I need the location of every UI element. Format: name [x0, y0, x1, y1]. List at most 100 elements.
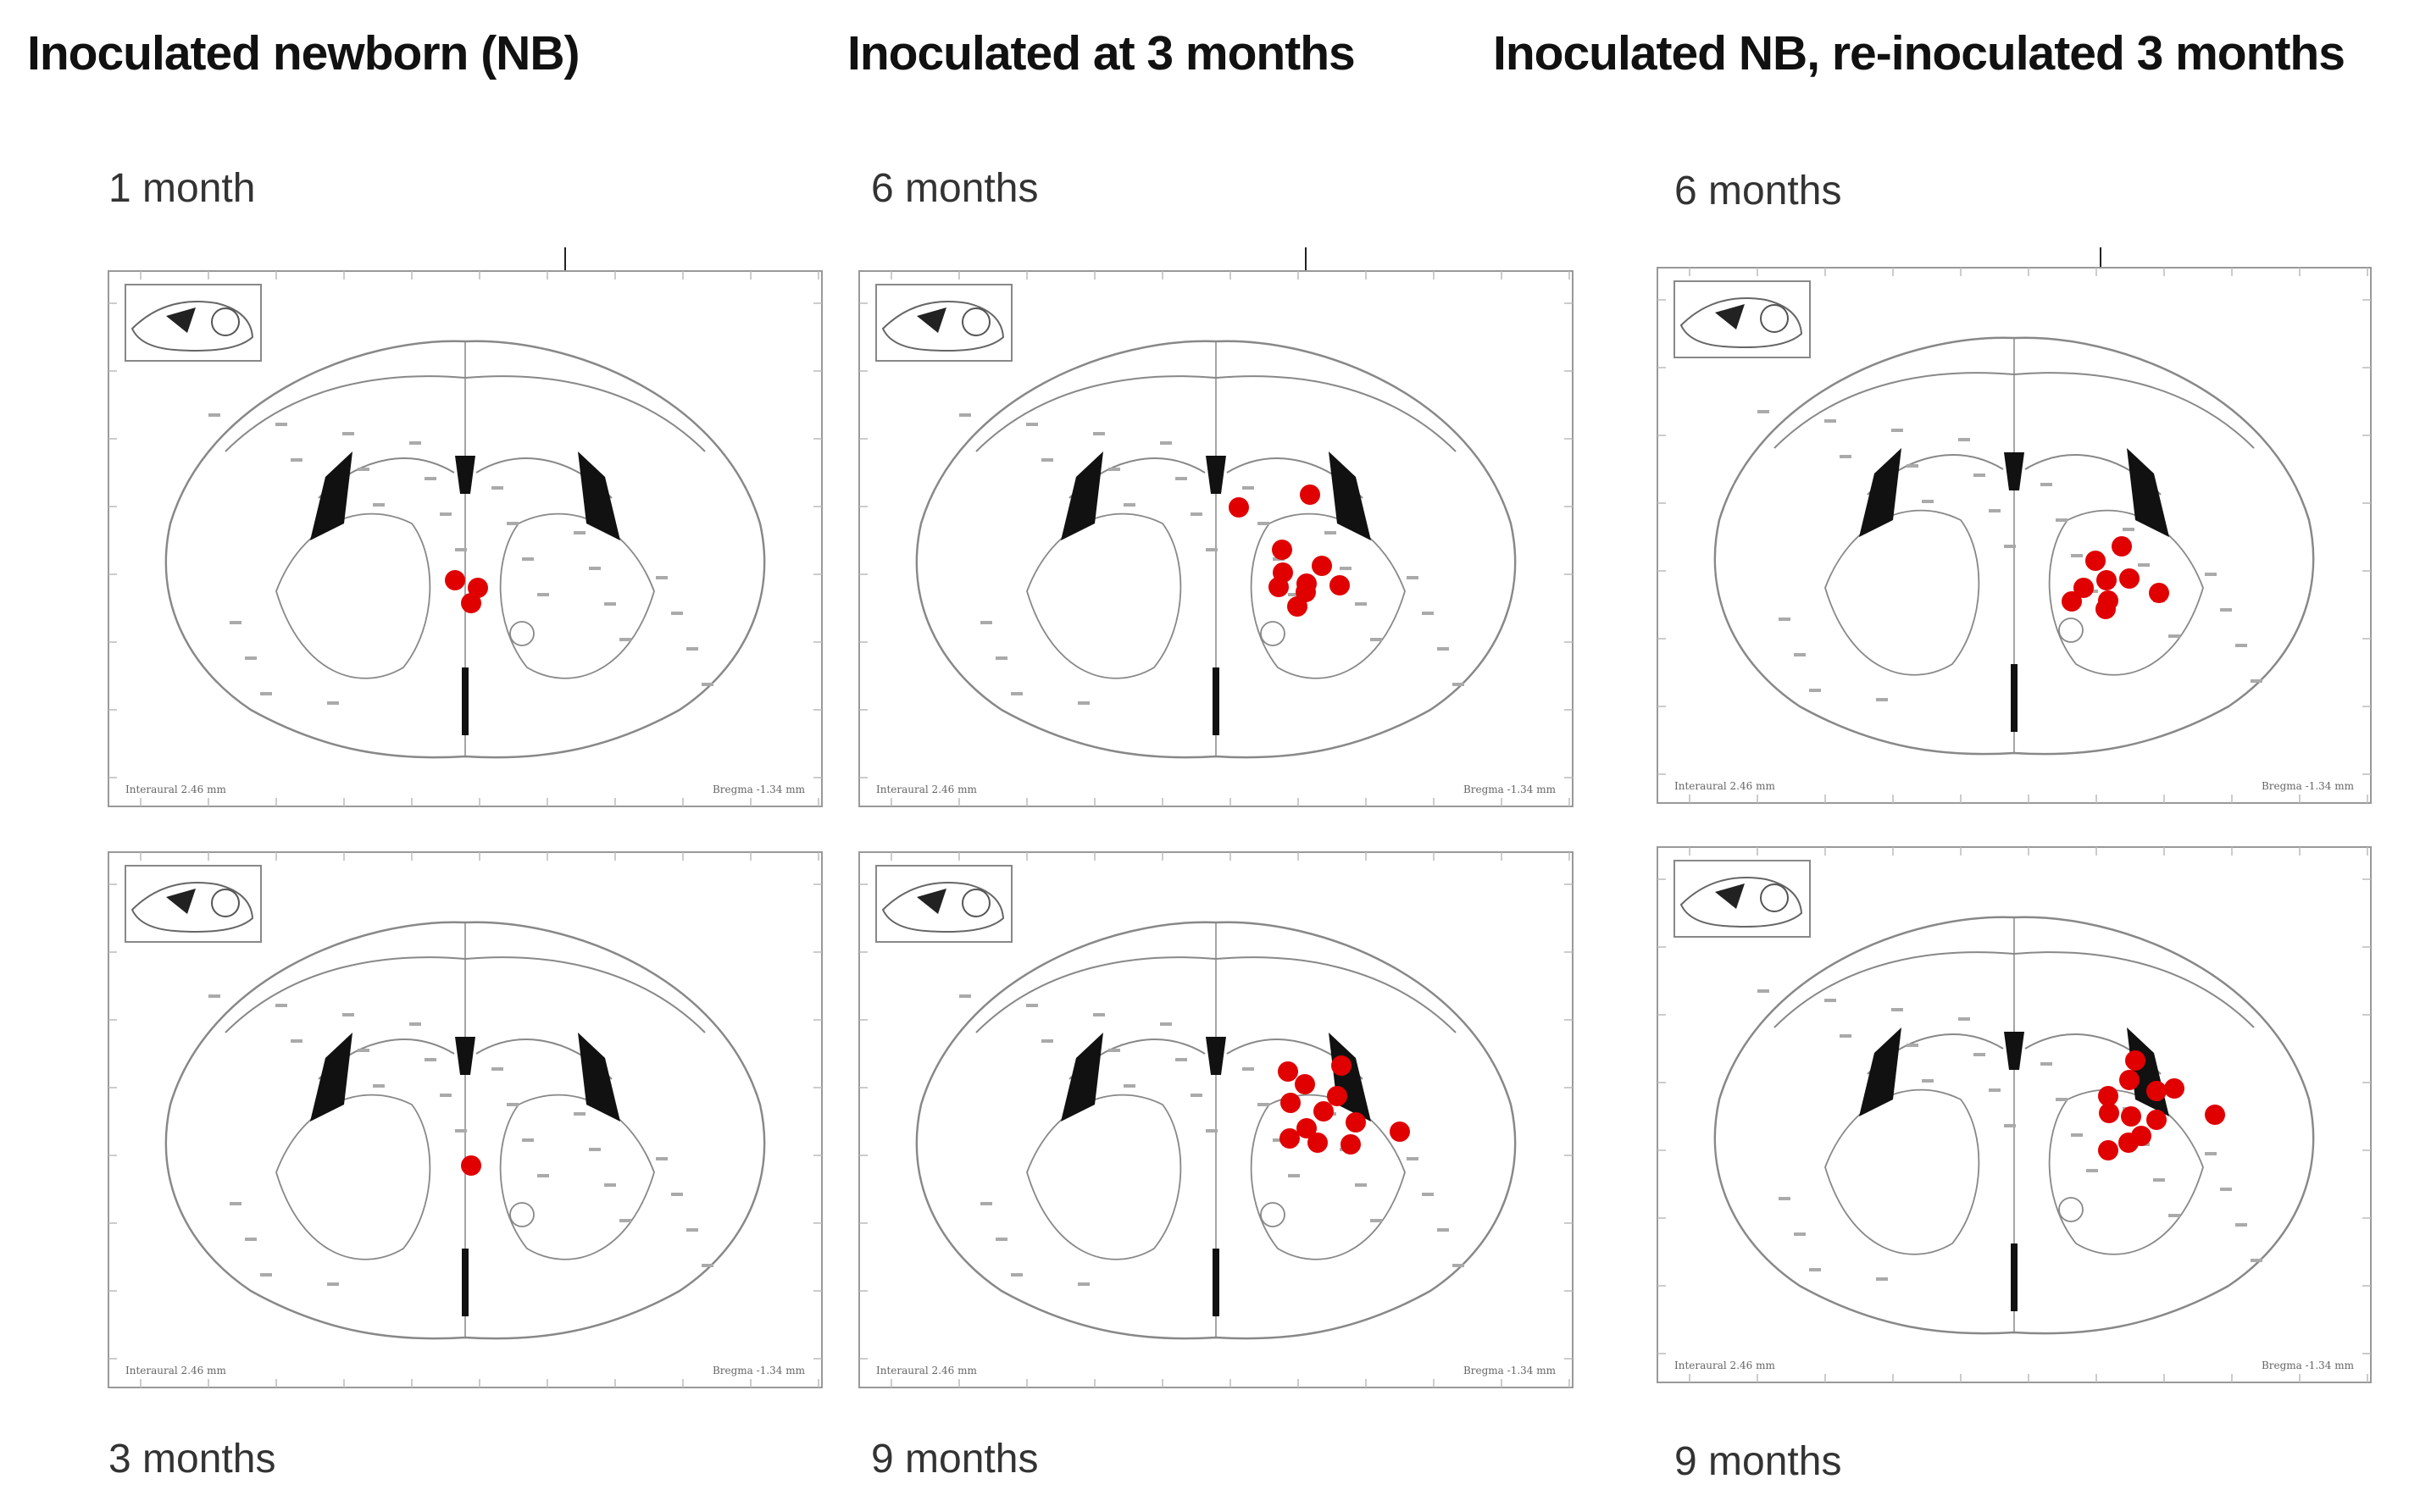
atlas-label-mark	[1891, 1008, 1903, 1011]
third-ventricle-top	[1206, 456, 1226, 494]
atlas-label-mark	[2086, 1169, 2098, 1172]
atlas-label-mark	[1779, 618, 1790, 621]
atlas-label-mark	[1206, 1129, 1218, 1133]
footer-interaural-label: Interaural 2.46 mm	[1674, 1360, 1775, 1371]
atlas-label-mark	[1876, 1277, 1888, 1281]
atlas-label-mark	[1288, 1174, 1300, 1177]
atlas-label-mark	[619, 1219, 631, 1222]
atlas-label-mark	[2153, 1178, 2165, 1182]
atlas-label-mark	[1876, 698, 1888, 701]
atlas-label-mark	[2123, 528, 2134, 531]
lateral-ventricle-left	[1859, 1027, 1901, 1116]
atlas-label-mark	[996, 1238, 1007, 1241]
atlas-label-mark	[1840, 1034, 1851, 1038]
atlas-label-mark	[1958, 1017, 1970, 1021]
atlas-label-mark	[1175, 477, 1187, 480]
atlas-label-mark	[537, 593, 549, 596]
time-label-top-1: 1 month	[108, 166, 256, 211]
lesion-dot	[1229, 497, 1249, 518]
atlas-label-mark	[522, 557, 534, 561]
inset-cerebellum	[962, 889, 991, 917]
atlas-label-mark	[1124, 503, 1135, 507]
atlas-label-mark	[959, 413, 971, 417]
lesion-dot	[2098, 1140, 2118, 1160]
lesion-dot	[461, 593, 481, 613]
atlas-label-mark	[491, 486, 503, 490]
lesion-dot	[1272, 540, 1292, 560]
atlas-label-mark	[455, 548, 467, 551]
atlas-label-mark	[208, 413, 220, 417]
atlas-label-mark	[1355, 602, 1367, 606]
atlas-label-mark	[373, 1084, 385, 1088]
time-label-top-2: 6 months	[871, 166, 1039, 211]
atlas-label-mark	[2004, 1124, 2016, 1127]
atlas-label-mark	[604, 1183, 616, 1187]
time-label-bottom-3: 9 months	[1674, 1439, 1842, 1484]
atlas-label-mark	[2168, 634, 2180, 638]
lesion-dot	[2125, 1050, 2145, 1071]
lateral-ventricle-right	[578, 451, 620, 540]
atlas-label-mark	[1407, 1157, 1418, 1160]
atlas-label-mark	[440, 1094, 452, 1097]
atlas-label-mark	[2235, 644, 2247, 647]
inset-cerebellum	[1760, 883, 1789, 912]
atlas-label-mark	[2220, 608, 2232, 612]
atlas-label-mark	[2071, 554, 2083, 557]
third-ventricle-top	[455, 1037, 475, 1075]
lesion-dot	[2085, 551, 2106, 571]
atlas-label-mark	[260, 1273, 272, 1277]
lateral-ventricle-right	[2127, 448, 2169, 537]
atlas-label-mark	[327, 701, 339, 705]
atlas-label-mark	[1257, 522, 1269, 525]
nucleus-outline	[509, 1202, 535, 1227]
third-ventricle-bottom	[1213, 1249, 1219, 1316]
inset-frame	[125, 865, 262, 943]
sagittal-inset	[125, 284, 262, 362]
atlas-label-mark	[619, 638, 631, 641]
atlas-label-mark	[507, 1103, 519, 1106]
atlas-label-mark	[275, 423, 287, 426]
atlas-label-mark	[1026, 423, 1038, 426]
inset-ventricle	[1715, 883, 1745, 909]
atlas-label-mark	[1175, 1058, 1187, 1061]
lesion-dot	[2205, 1105, 2225, 1125]
sagittal-inset	[1673, 860, 1811, 938]
atlas-label-mark	[686, 1228, 698, 1232]
atlas-label-mark	[440, 512, 452, 516]
atlas-label-mark	[1891, 429, 1903, 432]
lesion-dot	[1346, 1112, 1366, 1133]
footer-bregma-label: Bregma -1.34 mm	[2262, 780, 2355, 792]
atlas-label-mark	[2251, 1259, 2262, 1262]
nucleus-outline	[2058, 618, 2084, 643]
atlas-label-mark	[537, 1174, 549, 1177]
atlas-label-mark	[2040, 483, 2052, 486]
footer-bregma-label: Bregma -1.34 mm	[1463, 784, 1557, 795]
atlas-label-mark	[1041, 1039, 1053, 1043]
footer-interaural-label: Interaural 2.46 mm	[876, 1365, 977, 1376]
atlas-label-mark	[1422, 612, 1434, 615]
atlas-label-mark	[671, 1193, 683, 1196]
atlas-label-mark	[1973, 474, 1985, 477]
atlas-label-mark	[574, 531, 586, 534]
atlas-label-mark	[327, 1282, 339, 1286]
atlas-label-mark	[1041, 458, 1053, 462]
atlas-label-mark	[1824, 419, 1836, 423]
atlas-label-mark	[702, 683, 713, 686]
atlas-label-mark	[342, 432, 354, 435]
atlas-label-mark	[589, 567, 601, 570]
inset-ventricle	[166, 889, 196, 914]
lesion-dot	[1312, 556, 1332, 576]
lesion-dot	[2149, 583, 2169, 603]
inset-frame	[1673, 860, 1811, 938]
atlas-label-mark	[1922, 500, 1934, 503]
lateral-ventricle-right	[1329, 451, 1371, 540]
